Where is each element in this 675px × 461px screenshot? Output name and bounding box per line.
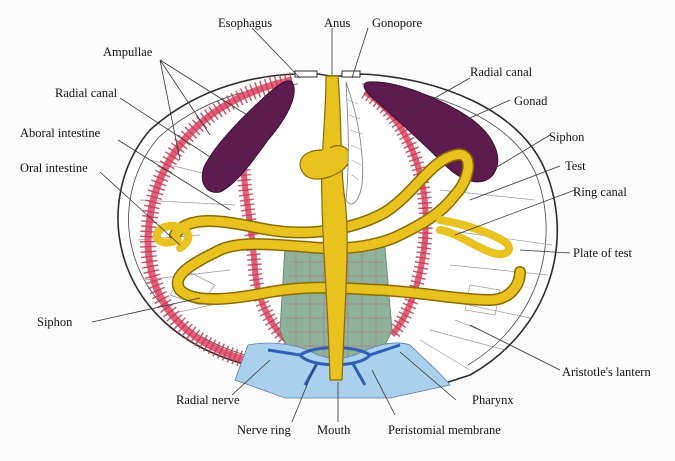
label-aboral-intestine: Aboral intestine	[20, 126, 101, 140]
gonad-left	[201, 80, 295, 193]
apical-system	[294, 70, 361, 78]
label-peristomial-membrane: Peristomial membrane	[388, 423, 501, 437]
label-ring-canal: Ring canal	[573, 185, 627, 199]
label-radial-canal-left: Radial canal	[55, 86, 118, 100]
siphon-hatching	[347, 99, 363, 181]
label-mouth: Mouth	[317, 423, 351, 437]
label-gonopore: Gonopore	[372, 16, 422, 30]
label-oral-intestine: Oral intestine	[20, 161, 88, 175]
label-anus: Anus	[324, 16, 351, 30]
leader-lines	[91, 27, 576, 423]
label-esophagus: Esophagus	[218, 16, 272, 30]
label-radial-canal-right: Radial canal	[470, 65, 533, 79]
label-test: Test	[565, 159, 586, 173]
label-pharynx: Pharynx	[472, 393, 514, 407]
label-ampullae: Ampullae	[103, 45, 153, 59]
ampullae-left	[139, 72, 294, 368]
label-siphon-right: Siphon	[549, 130, 585, 144]
label-plate-of-test: Plate of test	[573, 246, 633, 260]
label-gonad: Gonad	[514, 94, 548, 108]
ampullae-inner-left	[236, 89, 304, 357]
aboral-intestine	[299, 145, 351, 180]
nerve-system	[267, 343, 401, 386]
label-nerve-ring: Nerve ring	[237, 423, 292, 437]
label-siphon-left: Siphon	[37, 315, 73, 329]
ampullae-right	[361, 86, 433, 340]
intestine	[152, 148, 526, 307]
label-aristotles-lantern: Aristotle's lantern	[562, 365, 651, 379]
siphon-column	[345, 81, 363, 205]
label-radial-nerve: Radial nerve	[176, 393, 240, 407]
